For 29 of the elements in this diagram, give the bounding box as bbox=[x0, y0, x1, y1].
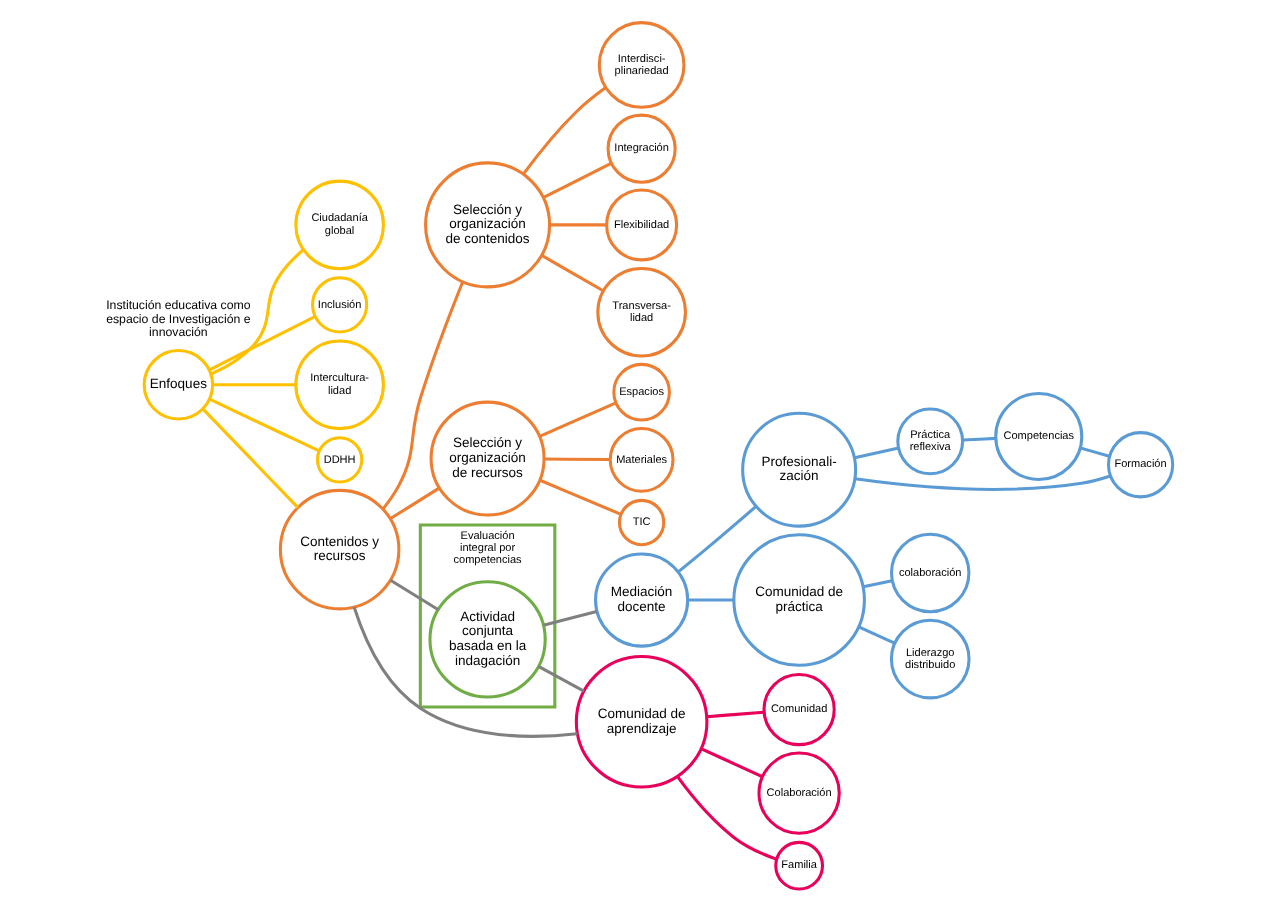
connector bbox=[388, 577, 439, 611]
connector bbox=[539, 252, 603, 292]
connector bbox=[200, 407, 299, 508]
connector bbox=[541, 160, 612, 198]
connector bbox=[705, 709, 763, 718]
connector bbox=[209, 247, 304, 375]
connector bbox=[853, 445, 899, 459]
connector bbox=[675, 774, 776, 860]
connector bbox=[676, 504, 756, 573]
connector bbox=[699, 746, 762, 778]
connector bbox=[961, 435, 995, 441]
connector bbox=[207, 396, 319, 452]
connector bbox=[548, 222, 606, 226]
connector bbox=[853, 473, 1110, 490]
connector bbox=[211, 382, 295, 386]
connector bbox=[543, 456, 609, 461]
connector bbox=[538, 477, 621, 515]
connector bbox=[380, 280, 464, 509]
connector bbox=[687, 597, 733, 601]
connector bbox=[542, 608, 597, 626]
connector bbox=[351, 605, 577, 737]
connector bbox=[521, 85, 606, 174]
connector bbox=[536, 664, 584, 692]
connector bbox=[861, 578, 892, 588]
connector bbox=[538, 400, 615, 437]
connector bbox=[1079, 445, 1109, 457]
connector bbox=[388, 485, 439, 520]
connector bbox=[857, 624, 895, 644]
connector bbox=[207, 314, 315, 371]
